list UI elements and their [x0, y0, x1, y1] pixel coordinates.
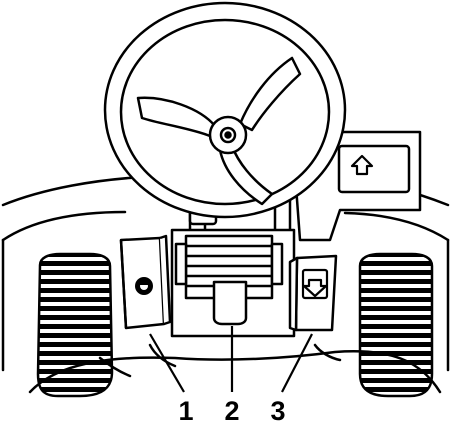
down-arrow-icon	[301, 268, 329, 300]
up-arrow-icon	[350, 154, 374, 176]
left-foot-pedal	[36, 252, 114, 398]
callout-1: 1	[178, 396, 193, 426]
right-foot-pedal	[358, 252, 434, 398]
park-brake-icon	[135, 277, 153, 295]
leader-lines	[149, 326, 313, 393]
center-control-lever	[212, 280, 248, 326]
steering-wheel-icon	[103, 1, 347, 219]
callout-2: 2	[224, 396, 239, 426]
callout-3: 3	[270, 396, 285, 426]
